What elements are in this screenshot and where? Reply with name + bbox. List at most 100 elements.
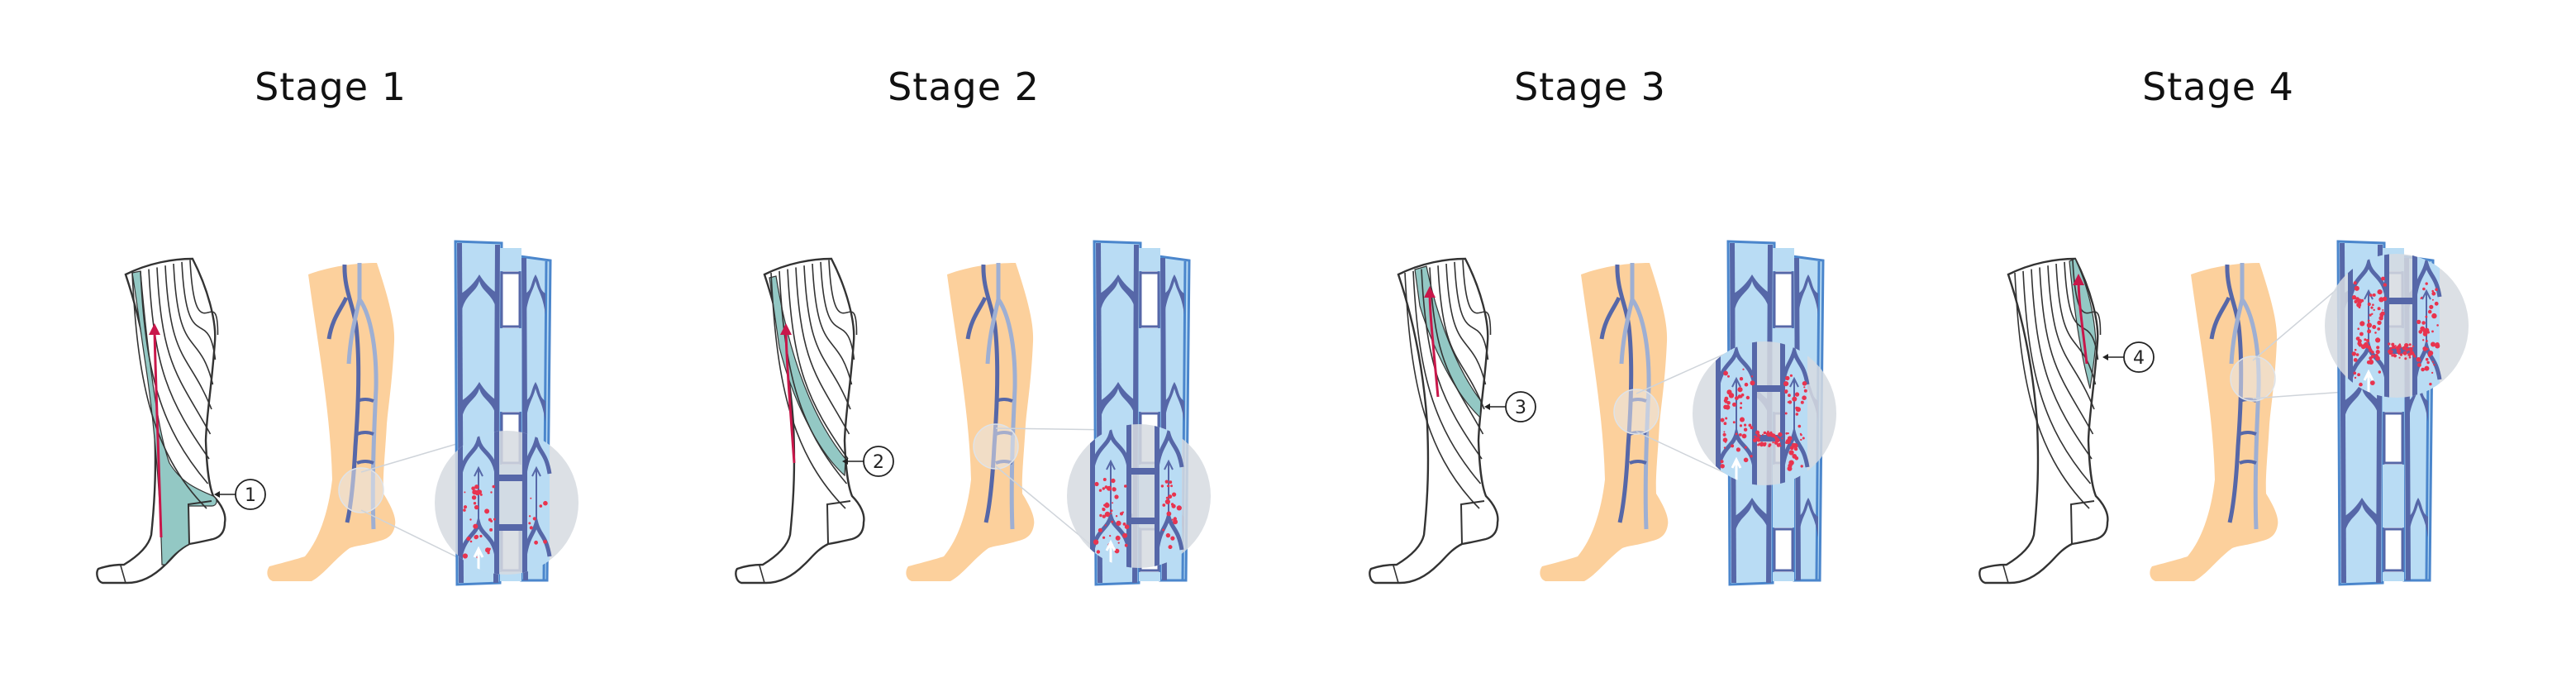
blood-cell: [1737, 394, 1742, 398]
blood-cell: [2356, 302, 2362, 308]
vein-valve: [522, 432, 552, 475]
sock-rib-line: [2039, 267, 2094, 435]
sock-rib-line: [787, 269, 849, 460]
blood-cell: [1784, 412, 1788, 415]
vein-valve: [2408, 498, 2428, 537]
blood-cell: [2424, 365, 2430, 371]
blood-cell: [1725, 404, 1731, 410]
blood-cell: [1170, 484, 1173, 488]
stage-title: Stage 1: [255, 64, 407, 109]
blood-cell: [2367, 329, 2372, 334]
superficial-vein-branch: [2229, 298, 2245, 365]
deep-vein-branch: [2209, 296, 2231, 340]
perforator-vein: [2239, 460, 2257, 465]
blood-cell: [2402, 351, 2407, 356]
blood-cell: [530, 497, 532, 499]
blood-cell: [1763, 442, 1767, 446]
deep-vein: [981, 264, 1000, 523]
blood-cell: [2431, 313, 2437, 319]
blood-cell: [2425, 282, 2428, 285]
leg-callout: 2: [842, 446, 894, 477]
blood-cell: [1728, 393, 1735, 398]
communicating-vein: [1773, 248, 1794, 271]
blood-cell: [1116, 520, 1121, 527]
perforator-vein: [356, 460, 374, 465]
blood-cell: [1803, 389, 1807, 393]
blood-cell: [1748, 423, 1752, 427]
callout-circle: [863, 446, 894, 477]
sock-rib-line: [2022, 270, 2092, 484]
blood-cell: [1783, 381, 1789, 387]
blood-cell: [1789, 374, 1793, 377]
blood-cell: [2433, 364, 2436, 366]
blood-cell: [2366, 339, 2369, 342]
blood-cell: [471, 486, 475, 490]
blood-cell: [2417, 363, 2421, 367]
blood-cell: [2369, 294, 2373, 297]
vein-gap: [500, 271, 521, 328]
blood-cell: [534, 540, 538, 545]
magnified-veins: [1090, 424, 1184, 568]
blood-cell: [2388, 349, 2393, 354]
sock-heel-line: [2069, 500, 2095, 545]
blood-cell: [1168, 494, 1173, 499]
blood-cell: [1735, 396, 1739, 400]
stage-illustration: 1: [96, 240, 579, 586]
vein-valve: [1798, 274, 1818, 314]
blood-cell: [2353, 281, 2357, 285]
blood-cell: [1119, 512, 1124, 516]
blood-cell: [2431, 291, 2436, 296]
blood-cell: [474, 484, 479, 489]
blood-cell: [1788, 394, 1791, 398]
reflux-arrow: [474, 465, 483, 527]
sock-rib-line: [770, 272, 846, 509]
blood-cell: [2422, 346, 2427, 351]
illustration-part: [1129, 468, 1157, 524]
blood-cell: [1122, 523, 1126, 526]
communicating-vein: [500, 572, 521, 581]
blood-cell: [2431, 360, 2434, 363]
blood-cell: [1803, 386, 1806, 389]
blood-cell: [1774, 436, 1778, 440]
blood-cell: [1722, 437, 1728, 442]
blood-cell: [2408, 356, 2412, 359]
sock-rib-line: [795, 267, 850, 435]
blood-cell: [2397, 344, 2402, 349]
blood-cell: [1739, 424, 1743, 427]
blood-cell: [2388, 342, 2391, 346]
perforator-vein: [1629, 460, 1647, 465]
blood-cell: [2372, 325, 2377, 329]
blood-cell: [1104, 503, 1110, 508]
blood-cell: [1117, 535, 1119, 538]
blood-cell: [2389, 346, 2393, 350]
blood-cell: [2377, 307, 2381, 311]
blood-cell: [2367, 319, 2370, 322]
blood-cell: [1111, 520, 1114, 523]
sock-rib-line: [2031, 269, 2093, 460]
stage-illustration: 3: [1369, 240, 1836, 586]
vein-valve: [2344, 498, 2380, 537]
callout-arrow-head: [214, 491, 220, 498]
vein-valve: [1164, 382, 1184, 422]
blood-cell: [1745, 395, 1750, 400]
blood-cell: [1102, 536, 1106, 539]
stage-panel-2: Stage 2 2: [639, 0, 1283, 692]
blood-cell: [2374, 332, 2377, 334]
blood-cell: [1740, 417, 1745, 422]
blood-cell: [1758, 442, 1762, 446]
blood-cell: [1775, 438, 1780, 442]
leg-magnifier: [973, 423, 1019, 470]
blood-cell: [2420, 326, 2426, 332]
blood-cell: [2353, 371, 2357, 375]
blood-cell: [2370, 306, 2374, 309]
blood-cell: [1736, 447, 1740, 452]
sock-rib-line: [1404, 272, 1480, 509]
vein-gap: [1773, 271, 1794, 328]
reflux-arrow: [1164, 459, 1174, 521]
blood-cell: [1115, 535, 1121, 541]
blood-cell: [1750, 455, 1753, 458]
blood-cell: [1171, 503, 1176, 508]
blood-cell: [2413, 355, 2416, 358]
sock-outline: [735, 257, 865, 585]
blood-cell: [1792, 396, 1797, 402]
